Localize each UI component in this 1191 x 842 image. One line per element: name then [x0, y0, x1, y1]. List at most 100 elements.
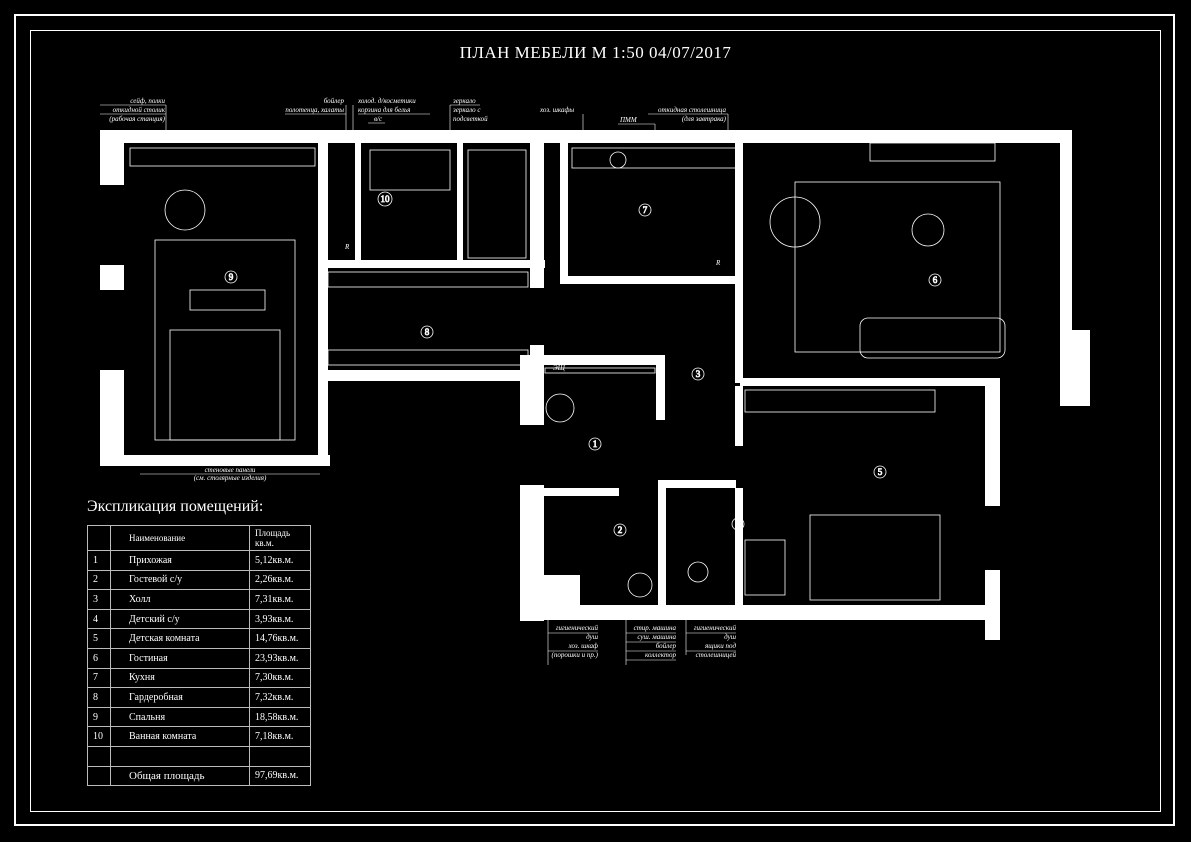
note-mirror-lit-1: зеркало с: [452, 106, 481, 114]
table-cell: 10: [87, 726, 111, 747]
table-cell: Ванная комната: [110, 726, 250, 747]
table-cell: 6: [87, 647, 111, 669]
table-cell: 5,12кв.м.: [249, 550, 311, 571]
wall-bath-left: [355, 143, 361, 265]
note-wall-panels-ref: (см. столярные изделия): [194, 474, 267, 482]
note-shower: душ: [586, 633, 599, 641]
plan-labels: стеновые панели (см. столярные изделия) …: [140, 243, 721, 482]
drawing-title: ПЛАН МЕБЕЛИ М 1:50 04/07/2017: [459, 43, 732, 62]
wall-kidsbath-top: [666, 480, 736, 488]
table-cell: [249, 745, 311, 767]
furniture: [129, 142, 1006, 601]
note-collector: коллектор: [645, 651, 676, 659]
table-cell: 1: [87, 550, 111, 571]
bottom-notes: гигиенический душ хоз. шкаф (порошки и п…: [552, 624, 737, 659]
table-cell: 3: [87, 589, 111, 610]
wall-wc-right: [658, 480, 666, 605]
note-drawers: ящики под: [704, 642, 736, 650]
table-cell: 18,58кв.м.: [249, 706, 311, 728]
note-dishwasher: ПММ: [619, 116, 638, 124]
label-r: R: [715, 259, 721, 267]
wall-bottom: [520, 605, 990, 620]
living-rug: [794, 181, 1001, 353]
wall-right-upper: [1060, 130, 1072, 330]
room-numbers: 1 2 3 4 5 6 7 8 9 10: [224, 191, 942, 537]
table-cell: 2,26кв.м.: [249, 569, 311, 591]
wall-bedroom-right: [318, 143, 328, 466]
table-cell: Общая площадь: [110, 765, 250, 787]
note-dryer: суш. машина: [637, 633, 676, 641]
wall-kitchen-left: [560, 143, 568, 283]
table-cell: 14,76кв.м.: [249, 628, 311, 649]
room-number: 6: [933, 275, 938, 285]
room-number: 8: [425, 327, 430, 337]
note-powders: (порошки и пр.): [552, 651, 599, 659]
wall-left-mid: [100, 265, 124, 290]
sink: [609, 151, 627, 169]
table-row-empty: [87, 745, 311, 767]
room-number: 4: [736, 519, 741, 529]
table-cell: Кухня: [110, 667, 250, 689]
table-cell: Прихожая: [110, 550, 250, 571]
table-cell: Спальня: [110, 706, 250, 728]
wall-entrance-left: [520, 365, 544, 425]
note-utility-cabinet: хоз. шкаф: [568, 642, 598, 650]
table-cell: [87, 765, 111, 787]
note-folding-top: откидная столешница: [658, 106, 727, 114]
explication-title: Экспликация помещений:: [87, 498, 264, 515]
bottom-annotations: [547, 620, 736, 665]
wall-kids-right: [985, 386, 1000, 506]
table-cell: 2: [87, 569, 111, 591]
table-cell: 7,32кв.м.: [249, 687, 311, 708]
sofa: [859, 317, 1006, 359]
kids-shower: [744, 539, 786, 596]
walls: [100, 130, 1090, 640]
note-workstation: (рабочая станция): [109, 115, 165, 123]
note-mirror-lit-2: подсветкой: [453, 115, 488, 123]
note-safe: сейф, полки: [130, 97, 165, 105]
wall-central-upper: [530, 143, 544, 288]
kids-bed: [809, 514, 941, 601]
wall-living-bottom: [740, 378, 1000, 386]
note-boiler: бойлер: [324, 97, 345, 105]
table-cell: 4: [87, 608, 111, 630]
table-cell: [87, 525, 111, 551]
table-cell: 7,18кв.м.: [249, 726, 311, 747]
table-cell: Детская комната: [110, 628, 250, 649]
wall-wc-top: [544, 488, 619, 496]
table-cell: Холл: [110, 589, 250, 610]
wall-wardrobe-top: [320, 260, 545, 268]
table-cell: 8: [87, 687, 111, 708]
bedroom-wardrobe: [129, 147, 316, 167]
wc-cabinet: [540, 575, 580, 605]
table-cell: 23,93кв.м.: [249, 647, 311, 669]
room-number: 7: [643, 205, 648, 215]
bed: [169, 329, 281, 441]
wall-kids-right-lower: [985, 570, 1000, 640]
wall-kids-left-lower: [735, 488, 743, 605]
table-cell: 3,93кв.м.: [249, 608, 311, 630]
kids-wardrobe: [744, 389, 936, 413]
room-number: 3: [696, 369, 701, 379]
coffee-table: [911, 213, 945, 247]
wall-top: [100, 130, 1072, 143]
wall-entrance-right: [656, 355, 665, 420]
bathtub: [369, 149, 451, 191]
note-cabinets: хоз. шкафы: [539, 106, 574, 114]
note-hygienic-shower-2: гигиенический: [694, 624, 737, 632]
pouf: [545, 393, 575, 423]
note-countertop: столешницей: [696, 651, 737, 659]
table-cell: [87, 745, 111, 767]
shower: [467, 149, 527, 259]
tv-unit: [869, 142, 996, 162]
entrance-wardrobe: [544, 367, 656, 374]
